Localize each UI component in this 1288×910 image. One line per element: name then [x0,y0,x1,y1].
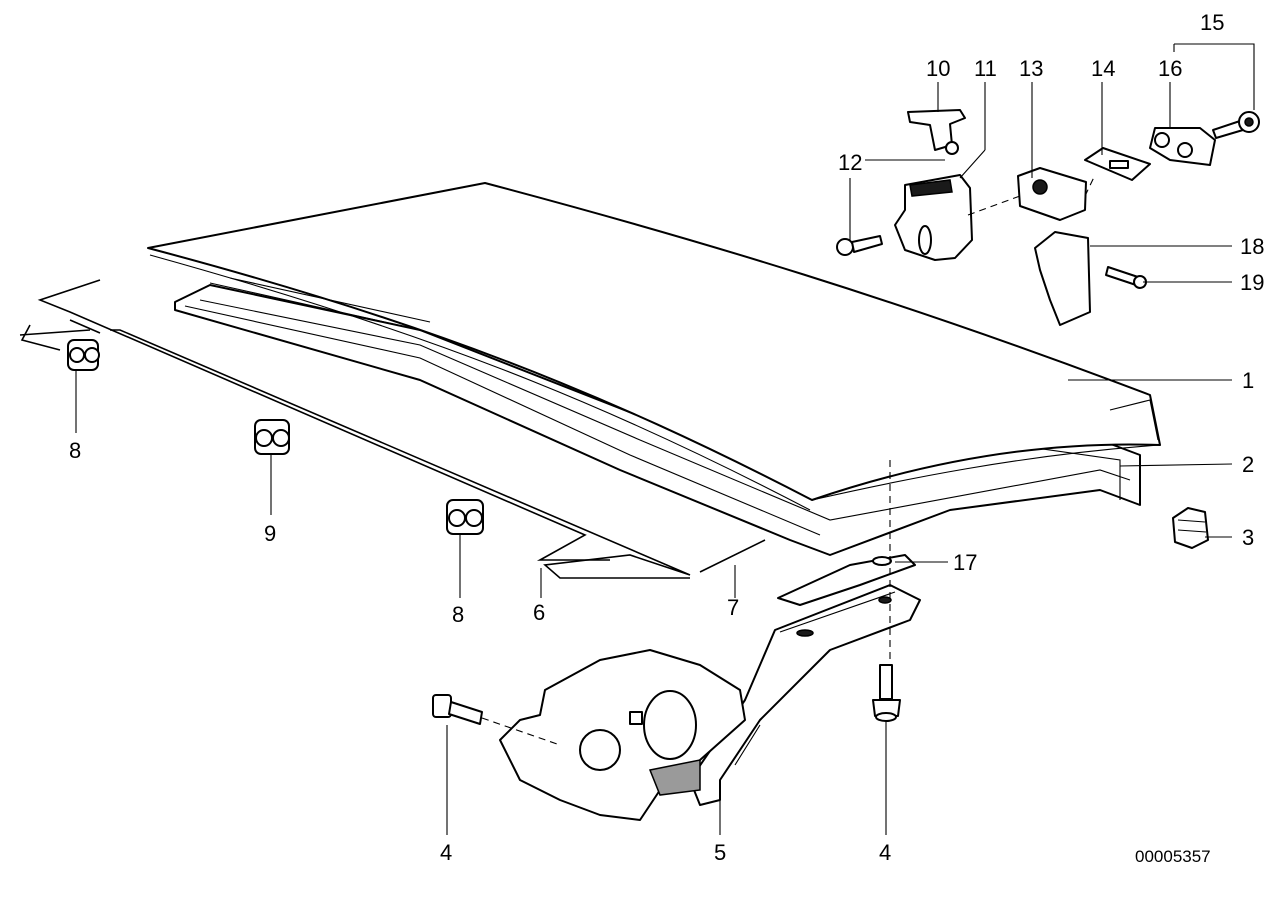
label-1: 1 [1242,368,1254,393]
part-labels: 1 2 3 4 4 5 6 7 8 8 9 10 11 12 13 14 15 … [69,10,1264,866]
label-6: 6 [533,600,545,625]
trunk-lid-part [147,182,1161,511]
leader-lines [75,43,1255,835]
hinge-bracket [499,649,746,821]
label-12: 12 [838,150,862,175]
trunk-seal-part [174,284,1141,556]
screw-part-12 [836,235,883,256]
label-8-left: 8 [69,438,81,463]
lock-housing-part-13 [1017,167,1087,221]
screw-part-19 [1105,266,1147,289]
label-11: 11 [974,56,997,81]
reference-number: 00005357 [1135,847,1211,866]
label-17: 17 [953,550,977,575]
label-19: 19 [1240,270,1264,295]
rod-part-7 [69,319,766,579]
clip-part-9 [254,419,290,455]
label-4-right: 4 [879,840,891,865]
bolt-part-4-right [872,664,901,722]
clip-part-8-center [446,499,484,535]
lock-cylinder-part-16 [1149,127,1216,166]
label-10: 10 [926,56,950,81]
bolt-part-4-left [432,694,483,725]
label-7: 7 [727,595,739,620]
rod-part-6 [19,279,610,561]
key-screw-part-15 [1212,111,1260,139]
label-15: 15 [1200,10,1224,35]
label-5: 5 [714,840,726,865]
label-8-center: 8 [452,602,464,627]
label-4-left: 4 [440,840,452,865]
label-2: 2 [1242,452,1254,477]
label-16: 16 [1158,56,1182,81]
label-3: 3 [1242,525,1254,550]
label-13: 13 [1019,56,1043,81]
label-14: 14 [1091,56,1115,81]
lock-bracket-part-10 [907,109,966,155]
label-9: 9 [264,521,276,546]
plate-part-18 [1034,231,1091,326]
clip-part-8-left [67,339,100,371]
buffer-part-3 [1172,507,1209,549]
gasket-part-14 [1084,147,1151,181]
label-18: 18 [1240,234,1264,259]
lock-part-11 [894,174,973,261]
pad-part-17 [777,554,916,606]
